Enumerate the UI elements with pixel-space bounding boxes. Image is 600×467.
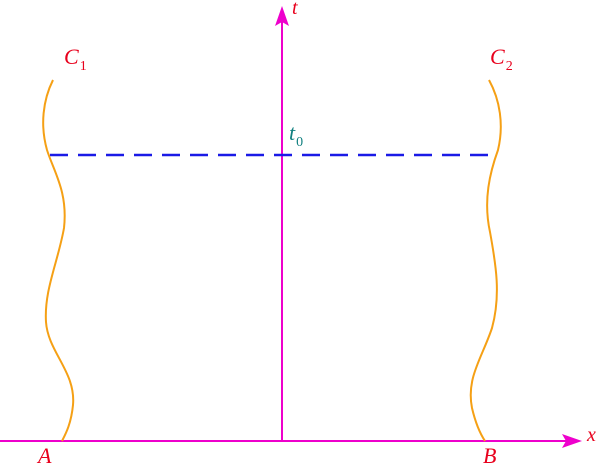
x-axis-arrowhead xyxy=(562,434,582,448)
t-axis-label: t xyxy=(292,0,298,19)
t-axis-arrowhead xyxy=(275,6,289,26)
curve-c1-label: C1 xyxy=(64,44,87,74)
x-axis-label: x xyxy=(586,424,596,446)
t0-label: t0 xyxy=(289,120,303,150)
curve-c1 xyxy=(42,79,75,442)
point-b-label: B xyxy=(483,443,496,467)
curve-c2 xyxy=(469,79,502,442)
point-a-label: A xyxy=(36,443,52,467)
curve-c2-label: C2 xyxy=(490,44,513,74)
